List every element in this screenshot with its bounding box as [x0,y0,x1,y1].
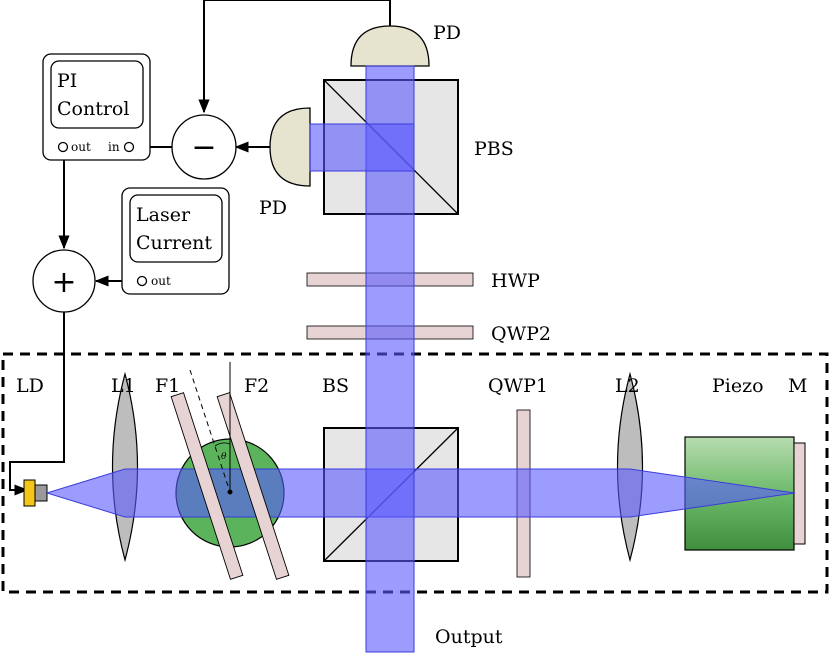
laser-current-box: Laser Current out [121,187,230,295]
tilted-filters [170,392,290,580]
laser-beams [45,65,796,653]
mirror-m [793,442,806,545]
label-hwp: HWP [491,270,540,292]
laser-current-line2: Current [136,232,212,254]
photodiode-left [269,107,311,187]
label-qwp2: QWP2 [491,323,551,345]
pi-out-port[interactable] [57,141,69,153]
lens-l2 [616,371,644,563]
pbs-reflected-beam [309,123,415,172]
label-m: M [788,375,807,397]
subtract-node: − [171,114,237,180]
angle-indicator: θ [189,362,233,495]
pi-control-line1: PI [57,70,77,92]
label-piezo: Piezo [712,375,764,397]
theta-label: θ [221,452,227,462]
label-l1: L1 [111,375,136,397]
cavity-enclosure [1,352,829,594]
pi-control-box: PI Control out in [42,53,151,161]
add-symbol: + [51,265,76,300]
label-ld: LD [16,375,44,397]
laser-current-line1: Laser [136,204,191,226]
laser-diode [23,479,48,507]
label-l2: L2 [615,375,640,397]
pi-in-port[interactable] [123,141,135,153]
laser-current-out-port-label: out [151,274,171,288]
label-f2: F2 [244,375,269,397]
filter-f1 [170,392,244,580]
subtract-symbol: − [191,130,216,165]
horizontal-beam [45,468,796,518]
label-f1: F1 [155,375,180,397]
label-output: Output [435,626,503,648]
pi-in-port-label: in [108,140,120,154]
laser-current-out-port[interactable] [136,275,148,287]
label-bs: BS [322,375,349,397]
add-node: + [32,249,96,313]
lens-l1 [111,371,139,563]
pi-control-line2: Control [57,98,129,120]
photodiode-top [350,25,430,67]
label-pd-left: PD [259,197,287,219]
label-pbs: PBS [474,138,514,160]
filter-f2 [216,392,290,580]
label-qwp1: QWP1 [488,375,548,397]
label-pd-top: PD [433,22,461,44]
pi-out-port-label: out [71,140,91,154]
